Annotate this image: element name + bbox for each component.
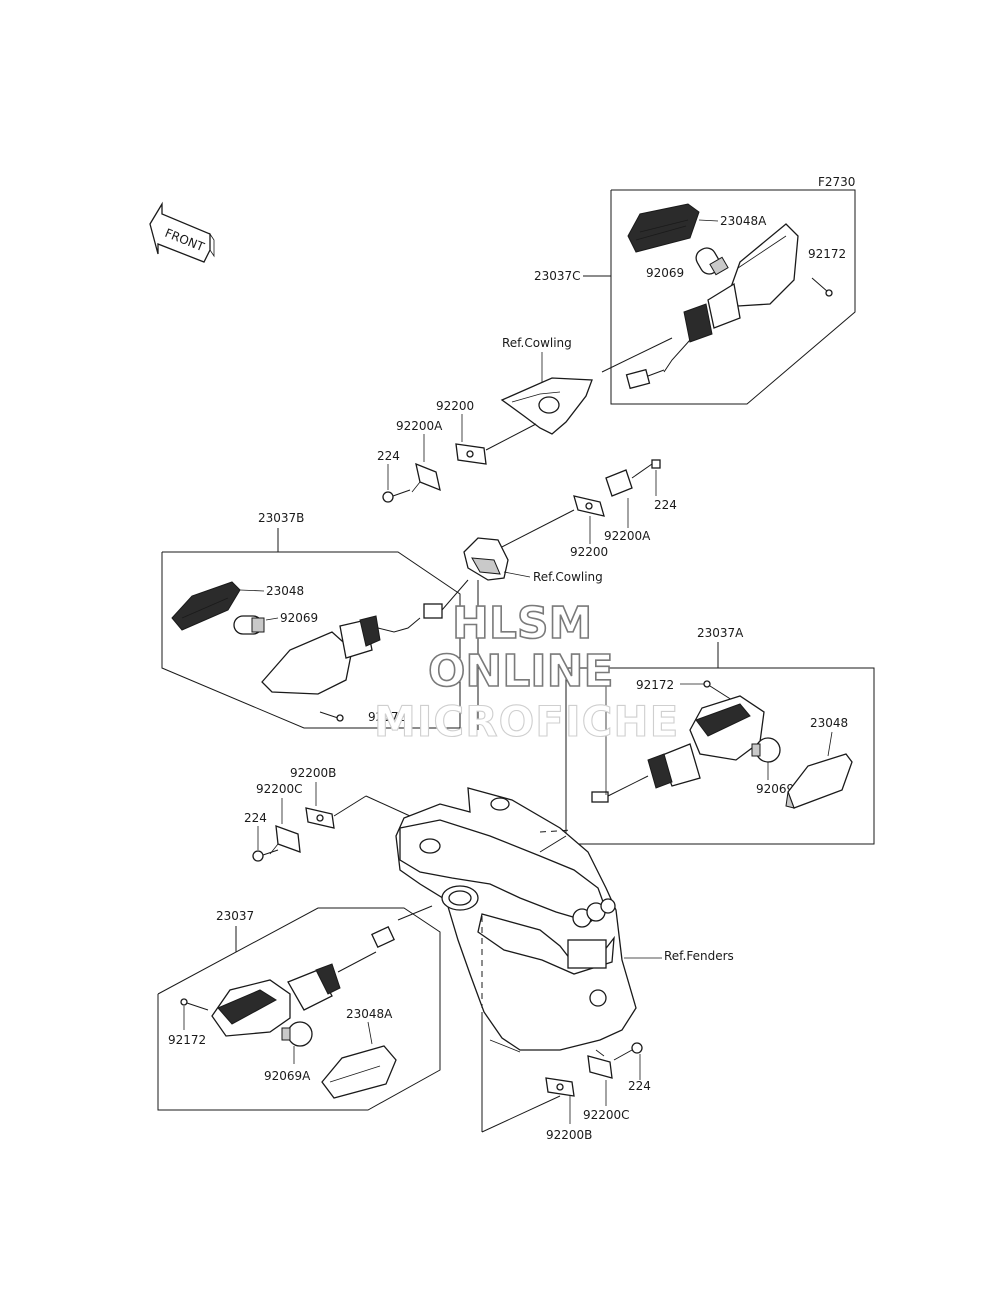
label-92200A-top: 92200A (396, 419, 443, 433)
screw-92172-bottom (180, 998, 209, 1011)
watermark: HLSM ONLINE MICROFICHE (373, 597, 679, 746)
label-92069A-bottom: 92069A (264, 1069, 311, 1083)
box-23037A (565, 667, 875, 845)
label-224-top: 224 (377, 449, 400, 463)
label-92172-top: 92172 (808, 247, 846, 261)
lens-23048-right (785, 753, 853, 809)
label-23048A-top: 23048A (720, 214, 767, 228)
label-92200-top: 92200 (436, 399, 474, 413)
label-224-mid: 224 (654, 498, 677, 512)
box-23037C (610, 189, 856, 405)
cowling-bracket-top (500, 377, 593, 435)
lens-23048-left (171, 581, 241, 631)
label-23048A-bottom: 23048A (346, 1007, 393, 1021)
bolt-224-top (382, 489, 411, 503)
label-23037B: 23037B (258, 511, 304, 525)
rear-fender-assembly (395, 787, 637, 1053)
label-92069-left: 92069 (280, 611, 318, 625)
bulb-92069A-bottom (281, 1021, 313, 1047)
watermark-line1: HLSM (452, 598, 592, 649)
label-92069-top: 92069 (646, 266, 684, 280)
clip-92200A-top (411, 462, 441, 493)
grommet-92200-top (455, 443, 487, 465)
label-92172-right: 92172 (636, 678, 674, 692)
turn-signal-23037A (591, 695, 765, 803)
front-arrow-icon: FRONT (149, 201, 215, 263)
grommet-92200-mid (573, 495, 605, 517)
screw-92172-right (703, 680, 733, 701)
clip-92200C-left (269, 825, 301, 855)
cowling-bracket-mid (463, 537, 509, 581)
label-92200B-bottom: 92200B (546, 1128, 592, 1142)
lens-23048A-bottom (321, 1045, 397, 1099)
grommet-92200B-bottom (545, 1077, 575, 1097)
label-92172-bottom: 92172 (168, 1033, 206, 1047)
label-92200B-left: 92200B (290, 766, 336, 780)
label-ref-cowling-top: Ref.Cowling (502, 336, 572, 350)
bulb-92069-top (695, 247, 729, 276)
turn-signal-23037B (261, 603, 443, 695)
turn-signal-23037 (211, 925, 395, 1037)
box-23037 (157, 907, 441, 1111)
clip-92200A-mid (605, 469, 633, 497)
bolt-224-bottom (613, 1042, 643, 1061)
label-ref-cowling-mid: Ref.Cowling (533, 570, 603, 584)
label-92200-mid: 92200 (570, 545, 608, 559)
clip-92200C-bottom (587, 1049, 613, 1079)
label-92200A-mid: 92200A (604, 529, 651, 543)
diagram-code: F2730 (818, 175, 855, 189)
box-23037B (161, 551, 461, 729)
bolt-224-left (252, 849, 279, 862)
screw-92172-top (811, 277, 833, 297)
label-92172-left: 92172 (368, 710, 406, 724)
label-92200C-bottom: 92200C (583, 1108, 630, 1122)
label-92200C-left: 92200C (256, 782, 303, 796)
watermark-line2: ONLINE (428, 646, 614, 697)
bulb-92069-left (233, 615, 265, 635)
label-224-bottom: 224 (628, 1079, 651, 1093)
bolt-224-mid (631, 459, 661, 479)
label-23048-left: 23048 (266, 584, 304, 598)
label-23037C: 23037C (534, 269, 581, 283)
label-23037: 23037 (216, 909, 254, 923)
label-224-left: 224 (244, 811, 267, 825)
label-23037A: 23037A (697, 626, 744, 640)
grommet-92200B-left (305, 807, 335, 829)
label-23048-right: 23048 (810, 716, 848, 730)
screw-92172-left (319, 711, 344, 722)
turn-signal-23037C (625, 223, 799, 390)
watermark-line3: MICROFICHE (374, 697, 679, 746)
lens-23048A-top (627, 203, 700, 253)
label-ref-fenders: Ref.Fenders (664, 949, 734, 963)
